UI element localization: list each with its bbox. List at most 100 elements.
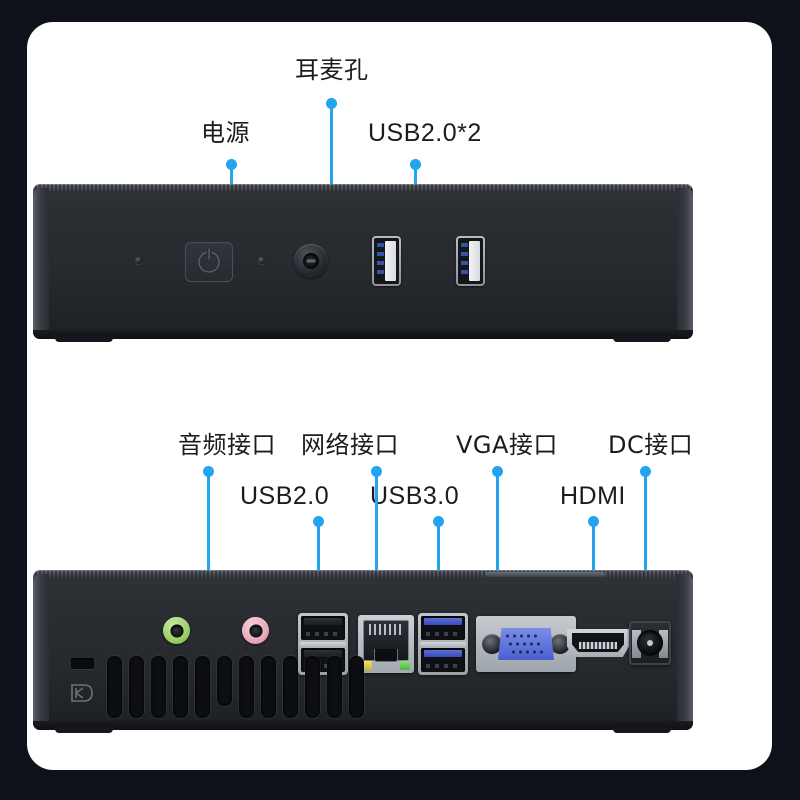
label-hdmi: HDMI [560, 482, 626, 510]
vga-screw-left [482, 634, 502, 654]
leader-dot-dc [640, 466, 651, 477]
usb-contacts [426, 632, 460, 636]
ethernet-activity-led [362, 661, 372, 670]
vent-slot [151, 656, 166, 718]
label-power: 电源 [201, 119, 250, 147]
audio-mic-in-jack[interactable] [242, 617, 269, 644]
hdmi-cavity [572, 633, 624, 652]
vent-slot [217, 656, 232, 706]
label-usb30: USB3.0 [370, 482, 460, 510]
dc-power-jack[interactable] [629, 621, 671, 665]
vent-slot [107, 656, 122, 718]
vent-slot [283, 656, 298, 718]
power-button[interactable] [185, 242, 233, 282]
dc-center-pin [647, 640, 653, 646]
rear-top-notch [485, 572, 605, 577]
ventilation-grille [107, 656, 364, 718]
rear-chassis-left-bevel [33, 574, 49, 726]
headset-jack-slit [306, 259, 316, 263]
dc-wing-right [659, 630, 668, 658]
vent-slot [239, 656, 254, 718]
hdmi-contact-blade [579, 642, 617, 649]
usb-cavity [458, 238, 483, 284]
ethernet-link-led [400, 661, 410, 670]
vga-pin-array [505, 634, 547, 654]
vent-slot [349, 656, 364, 718]
usb-contacts [306, 664, 340, 668]
usb-tongue [304, 618, 342, 625]
usb-tongue [424, 650, 462, 657]
front-chassis-top-edge [33, 184, 693, 191]
rear-chassis-top-edge [33, 570, 693, 577]
label-vga-port: VGA接口 [456, 431, 558, 459]
label-usb20-x2: USB2.0*2 [368, 119, 482, 147]
front-chassis-base [33, 330, 693, 339]
usb-contacts [461, 243, 468, 279]
leader-line-network [375, 472, 378, 626]
vent-slot [261, 656, 276, 718]
usb-cavity [374, 238, 399, 284]
usb-contacts [377, 243, 384, 279]
diagram-frame: 电源 耳麦孔 USB2.0*2 [27, 22, 772, 770]
leader-dot-usb20-rear [313, 516, 324, 527]
dc-barrel-socket [637, 630, 663, 656]
usb-tongue [385, 241, 396, 281]
rj45-pins [369, 624, 403, 635]
front-foot-pad-right [613, 336, 671, 342]
vent-slot [305, 656, 320, 718]
front-chassis-left-bevel [33, 188, 49, 335]
usb-stack-divider [420, 642, 466, 648]
rear-usb20-port-top[interactable] [301, 616, 345, 640]
leader-dot-hdmi [588, 516, 599, 527]
rear-usb30-port-bottom[interactable] [421, 648, 465, 672]
rear-foot-pad-left [55, 727, 113, 733]
headset-jack[interactable] [294, 244, 328, 278]
front-status-led-2 [258, 257, 265, 264]
dc-wing-left [632, 630, 641, 658]
label-network-port: 网络接口 [301, 431, 399, 459]
rear-usb30-port-top[interactable] [421, 616, 465, 640]
leader-line-audio [207, 472, 210, 604]
usb-stack-divider [300, 642, 346, 648]
front-chassis-right-bevel [677, 188, 693, 335]
audio-line-out-jack[interactable] [163, 617, 190, 644]
usb-contacts [426, 664, 460, 668]
front-chassis-body [33, 184, 693, 339]
rear-foot-pad-right [613, 727, 671, 733]
power-icon [198, 251, 220, 273]
front-panel-chassis [33, 184, 693, 342]
usb-tongue [424, 618, 462, 625]
label-usb20: USB2.0 [240, 482, 330, 510]
front-usb20-port-2[interactable] [456, 236, 485, 286]
vent-slot [173, 656, 188, 718]
leader-dot-usb30 [433, 516, 444, 527]
usb-contacts [306, 632, 340, 636]
label-dc-port: DC接口 [608, 431, 694, 459]
vga-port[interactable] [476, 616, 576, 672]
rear-chassis-base [33, 721, 693, 730]
rear-panel-chassis [33, 570, 693, 733]
usb-tongue [469, 241, 480, 281]
brand-logo-icon [70, 682, 96, 704]
front-status-led-1 [135, 257, 142, 264]
rear-chassis-right-bevel [677, 574, 693, 726]
leader-dot-usb20x2 [410, 159, 421, 170]
front-usb20-port-1[interactable] [372, 236, 401, 286]
diagram-stage: 电源 耳麦孔 USB2.0*2 [27, 22, 772, 770]
front-foot-pad-left [55, 336, 113, 342]
label-headset-jack: 耳麦孔 [295, 56, 369, 84]
vga-screw-right [550, 634, 570, 654]
hdmi-port[interactable] [567, 629, 629, 657]
usb-tongue [304, 650, 342, 657]
leader-dot-network [371, 466, 382, 477]
rj45-ethernet-port[interactable] [358, 615, 414, 673]
vent-slot [195, 656, 210, 718]
leader-dot-audio [203, 466, 214, 477]
vent-slot [327, 656, 342, 718]
leader-line-dc [644, 472, 647, 624]
vent-slot [129, 656, 144, 718]
rear-usb30-stack[interactable] [418, 613, 468, 675]
leader-dot-power [226, 159, 237, 170]
leader-dot-headset [326, 98, 337, 109]
kensington-lock-slot [71, 658, 94, 669]
